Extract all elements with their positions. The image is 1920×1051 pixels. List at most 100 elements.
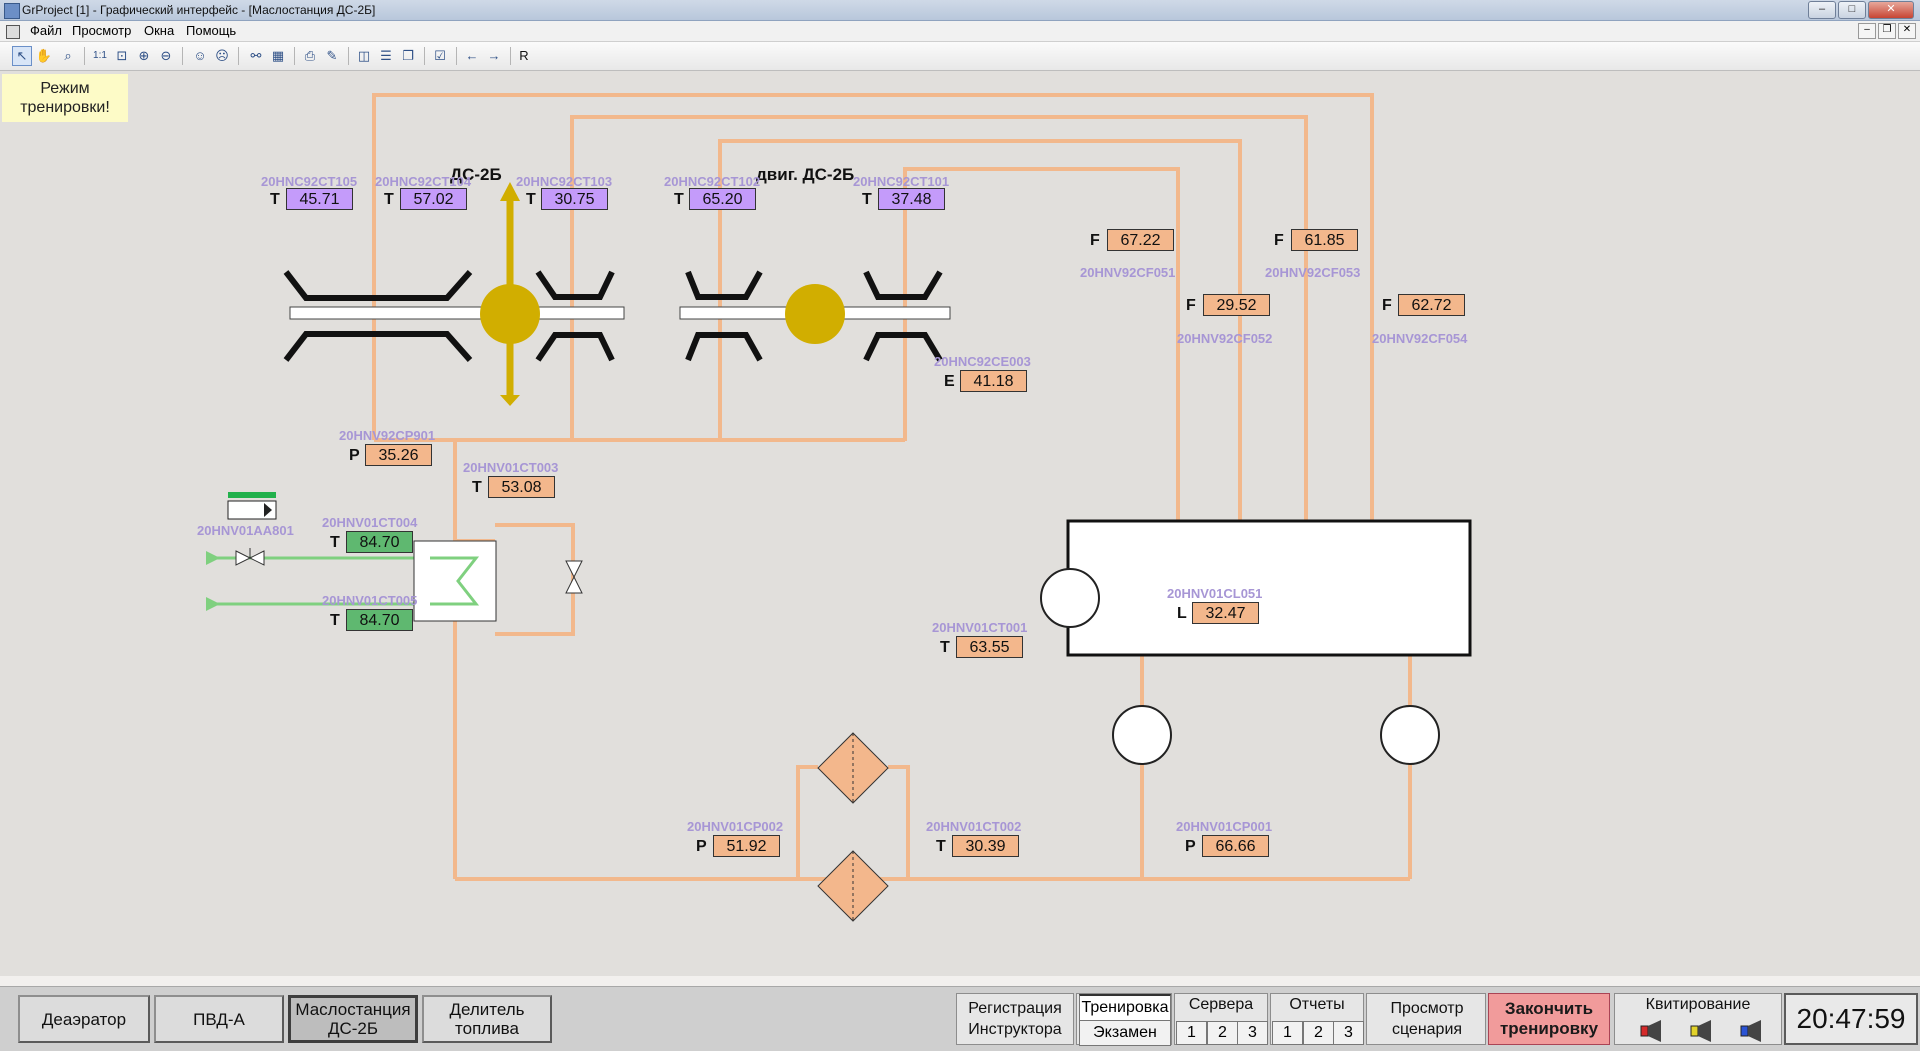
sensor-letter: E <box>944 373 955 390</box>
menu-help[interactable]: Помощь <box>186 23 237 38</box>
zoom-1to1-button[interactable]: 1:1 <box>93 50 107 61</box>
server-1-button[interactable]: 1 <box>1176 1021 1207 1045</box>
mdi-restore-icon[interactable]: ❐ <box>1878 23 1896 39</box>
hand-icon[interactable]: ✋ <box>35 48 53 63</box>
sensor-tag: 20HNC92CT103 <box>516 174 613 189</box>
sensor-tag: 20HNV01CL051 <box>1167 586 1263 601</box>
reset-button[interactable]: R <box>519 48 529 63</box>
sensor-letter: F <box>1090 232 1100 249</box>
filter-lower-icon <box>817 850 889 922</box>
report-2-button[interactable]: 2 <box>1303 1021 1334 1045</box>
sensor-value[interactable]: 35.26 <box>365 444 432 466</box>
reports-group: Отчеты 1 2 3 <box>1270 993 1364 1045</box>
arrow-forward-icon[interactable]: → <box>487 48 501 63</box>
print-icon[interactable]: ⎙ <box>304 48 316 63</box>
instructor-registration-button[interactable]: Регистрация Инструктора <box>956 993 1074 1045</box>
sensor-letter: T <box>330 534 340 551</box>
pointer-icon[interactable]: ↖ <box>12 46 32 66</box>
sensor-value[interactable]: 45.71 <box>286 188 353 210</box>
schematic-drawing <box>206 93 1472 922</box>
minimize-icon[interactable]: – <box>1808 1 1836 19</box>
tank-heater-circle <box>1040 568 1100 628</box>
mdi-close-icon[interactable]: ✕ <box>1898 23 1916 39</box>
schematic-canvas: Режим тренировки! <box>0 71 1920 987</box>
mode-exam-tab[interactable]: Экзамен <box>1079 1020 1171 1046</box>
sensor-tag: 20HNV01CT005 <box>322 593 418 608</box>
sensor-tag: 20HNV92CF054 <box>1372 331 1468 346</box>
sensor-letter: T <box>936 838 946 855</box>
unit-title-engine: двиг. ДС-2Б <box>756 165 855 184</box>
nav-oil-station-button[interactable]: Маслостанция ДС-2Б <box>288 995 418 1043</box>
sensor-value[interactable]: 61.85 <box>1291 229 1358 251</box>
blue-horn-icon <box>1740 1020 1761 1042</box>
toolbar: ↖ ✋ ⌕ 1:1 ⊡ ⊕ ⊖ ☺ ☹ ⚯ ▦ ⎙ ✎ ◫ ☰ ❐ ☑ ← → … <box>0 42 1920 71</box>
sensor-letter: T <box>526 191 536 208</box>
document-menu-icon[interactable] <box>6 25 20 39</box>
instructor-registration-label: Регистрация Инструктора <box>968 1000 1062 1038</box>
sensor-letter: L <box>1177 605 1187 622</box>
sensor-value[interactable]: 67.22 <box>1107 229 1174 251</box>
sensor-value[interactable]: 62.72 <box>1398 294 1465 316</box>
sensor-value[interactable]: 41.18 <box>960 370 1027 392</box>
table-icon[interactable]: ▦ <box>271 48 285 63</box>
sensor-tag: 20HNC92CT104 <box>375 174 472 189</box>
window-check-icon[interactable]: ☑ <box>434 48 446 63</box>
mdi-minimize-icon[interactable]: – <box>1858 23 1876 39</box>
split-horizontal-icon[interactable]: ☰ <box>380 48 392 63</box>
user-remove-icon[interactable]: ☹ <box>215 48 229 63</box>
menu-windows[interactable]: Окна <box>144 23 175 38</box>
nav-fuel-divider-button[interactable]: Делитель топлива <box>422 995 552 1043</box>
menu-file[interactable]: Файл <box>30 23 62 38</box>
servers-label: Сервера <box>1188 996 1254 1013</box>
acknowledge-label: Квитирование <box>1645 996 1751 1013</box>
sensor-tag: 20HNV92CF053 <box>1265 265 1361 280</box>
zoom-fit-icon[interactable]: ⊡ <box>116 48 128 63</box>
nav-pvd-a-button[interactable]: ПВД-А <box>154 995 284 1043</box>
sensor-value[interactable]: 57.02 <box>400 188 467 210</box>
report-3-button[interactable]: 3 <box>1333 1021 1364 1045</box>
sensor-value[interactable]: 84.70 <box>346 531 413 553</box>
menu-view[interactable]: Просмотр <box>72 23 132 38</box>
bottom-separator <box>0 976 1920 986</box>
maximize-icon[interactable]: □ <box>1838 1 1866 19</box>
zoom-out-icon[interactable]: ⊖ <box>160 48 172 63</box>
sensor-letter: T <box>330 612 340 629</box>
sensor-tag: 20HNC92CT105 <box>261 174 358 189</box>
sensor-tag: 20HNV92CP901 <box>339 428 436 443</box>
sensor-value[interactable]: 32.47 <box>1192 602 1259 624</box>
close-icon[interactable]: ✕ <box>1868 1 1914 19</box>
sensor-value[interactable]: 29.52 <box>1203 294 1270 316</box>
sensor-value[interactable]: 53.08 <box>488 476 555 498</box>
sensor-value[interactable]: 66.66 <box>1202 835 1269 857</box>
user-icon[interactable]: ☺ <box>193 48 207 63</box>
split-vertical-icon[interactable]: ◫ <box>357 48 371 63</box>
sensor-value[interactable]: 63.55 <box>956 636 1023 658</box>
server-3-button[interactable]: 3 <box>1237 1021 1268 1045</box>
pump-2-circle <box>1380 705 1440 765</box>
sensor-value[interactable]: 84.70 <box>346 609 413 631</box>
end-training-button[interactable]: Закончить тренировку <box>1488 993 1610 1045</box>
bypass-valve-icon <box>565 560 583 594</box>
report-1-button[interactable]: 1 <box>1272 1021 1303 1045</box>
view-scenario-button[interactable]: Просмотр сценария <box>1366 993 1486 1045</box>
mode-training-tab[interactable]: Тренировка <box>1079 994 1171 1021</box>
sensor-value[interactable]: 51.92 <box>713 835 780 857</box>
sensor-value[interactable]: 30.39 <box>952 835 1019 857</box>
hint-icon[interactable]: ✎ <box>326 48 338 63</box>
nav-deaerator-button[interactable]: Деаэратор <box>18 995 150 1043</box>
sensor-value[interactable]: 65.20 <box>689 188 756 210</box>
cascade-windows-icon[interactable]: ❐ <box>402 48 414 63</box>
sensor-letter: T <box>940 639 950 656</box>
sensor-value[interactable]: 37.48 <box>878 188 945 210</box>
inlet-arrow-icon <box>206 551 220 565</box>
magnifier-icon[interactable]: ⌕ <box>64 48 72 63</box>
sensor-letter: P <box>696 838 707 855</box>
acknowledge-group[interactable]: Квитирование <box>1614 993 1782 1045</box>
binoculars-icon[interactable]: ⚯ <box>250 48 262 63</box>
server-2-button[interactable]: 2 <box>1207 1021 1238 1045</box>
arrow-back-icon[interactable]: ← <box>465 48 479 63</box>
sensor-value[interactable]: 30.75 <box>541 188 608 210</box>
alarm-horns <box>1640 1020 1761 1042</box>
zoom-in-icon[interactable]: ⊕ <box>138 48 150 63</box>
